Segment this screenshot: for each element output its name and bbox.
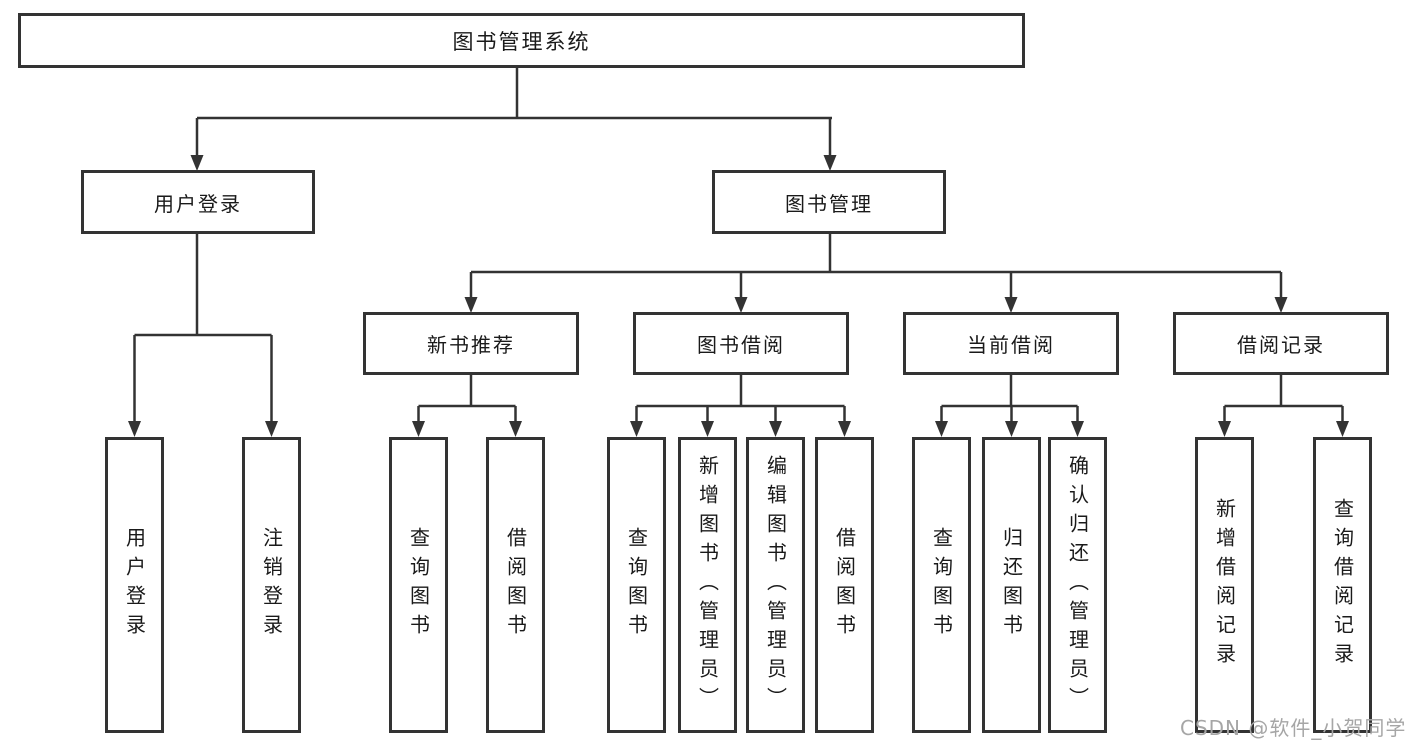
leaf-current-query-book-label: 查询图书: [929, 527, 954, 643]
node-new-book-recommend-label: 新书推荐: [427, 333, 515, 357]
leaf-recommend-borrow-book: 借阅图书: [486, 437, 545, 733]
node-book-mgmt-label: 图书管理: [785, 191, 873, 216]
csdn-watermark: CSDN @软件_小贺同学: [1180, 716, 1405, 740]
arrowhead-icon: [1004, 297, 1018, 313]
arrowhead-icon: [509, 421, 522, 437]
arrowhead-icon: [1005, 421, 1018, 437]
arrowhead-icon: [630, 421, 643, 437]
leaf-current-query-book: 查询图书: [912, 437, 971, 733]
leaf-borrow-edit-book-admin: 编辑图书（管理员）: [746, 437, 805, 733]
leaf-records-query-borrow-record-label: 查询借阅记录: [1330, 498, 1355, 672]
leaf-borrow-query-book-label: 查询图书: [624, 527, 649, 643]
arrowhead-icon: [1274, 297, 1288, 313]
leaf-user-login-label: 用户登录: [122, 527, 147, 643]
leaf-borrow-borrow-book-label: 借阅图书: [832, 527, 857, 643]
node-borrow-records: 借阅记录: [1173, 312, 1389, 375]
leaf-logout-login-label: 注销登录: [259, 527, 284, 643]
node-book-borrow: 图书借阅: [633, 312, 849, 375]
arrowhead-icon: [1336, 421, 1349, 437]
arrowhead-icon: [769, 421, 782, 437]
arrowhead-icon: [734, 297, 748, 313]
leaf-current-return-book: 归还图书: [982, 437, 1041, 733]
leaf-borrow-borrow-book: 借阅图书: [815, 437, 874, 733]
arrowhead-icon: [1218, 421, 1231, 437]
node-new-book-recommend: 新书推荐: [363, 312, 579, 375]
arrowhead-icon: [838, 421, 851, 437]
leaf-borrow-query-book: 查询图书: [607, 437, 666, 733]
node-user-login-label: 用户登录: [154, 191, 242, 216]
leaf-borrow-edit-book-admin-label: 编辑图书（管理员）: [763, 454, 788, 716]
arrowhead-icon: [1071, 421, 1084, 437]
arrowhead-icon: [128, 421, 141, 437]
arrowhead-icon: [464, 297, 478, 313]
node-root-label: 图书管理系统: [452, 29, 591, 54]
connector-new-book-recommend: [417, 374, 517, 423]
node-book-mgmt: 图书管理: [712, 170, 946, 234]
arrowhead-icon: [265, 421, 278, 437]
node-user-login: 用户登录: [81, 170, 315, 234]
connector-user-login: [133, 233, 273, 423]
leaf-recommend-borrow-book-label: 借阅图书: [503, 527, 528, 643]
connector-borrow-records: [1223, 374, 1344, 423]
arrowhead-icon: [701, 421, 714, 437]
leaf-logout-login: 注销登录: [242, 437, 301, 733]
connector-current-borrow: [940, 374, 1079, 423]
leaf-current-confirm-return-admin-label: 确认归还（管理员）: [1065, 454, 1090, 716]
leaf-current-return-book-label: 归还图书: [999, 527, 1024, 643]
leaf-records-add-borrow-record-label: 新增借阅记录: [1212, 498, 1237, 672]
leaf-records-query-borrow-record: 查询借阅记录: [1313, 437, 1372, 733]
connector-book-mgmt: [469, 233, 1283, 299]
node-book-borrow-label: 图书借阅: [697, 333, 785, 357]
node-root: 图书管理系统: [18, 13, 1025, 68]
node-current-borrow: 当前借阅: [903, 312, 1119, 375]
leaf-recommend-query-book-label: 查询图书: [406, 527, 431, 643]
leaf-records-add-borrow-record: 新增借阅记录: [1195, 437, 1254, 733]
leaf-user-login: 用户登录: [105, 437, 164, 733]
leaf-borrow-add-book-admin: 新增图书（管理员）: [678, 437, 737, 733]
node-borrow-records-label: 借阅记录: [1237, 333, 1325, 357]
connector-root: [195, 68, 832, 157]
node-current-borrow-label: 当前借阅: [967, 333, 1055, 357]
arrowhead-icon: [823, 155, 837, 171]
arrowhead-icon: [190, 155, 204, 171]
arrowheads: [128, 155, 1349, 437]
leaf-borrow-add-book-admin-label: 新增图书（管理员）: [695, 454, 720, 716]
arrowhead-icon: [412, 421, 425, 437]
arrowhead-icon: [935, 421, 948, 437]
leaf-recommend-query-book: 查询图书: [389, 437, 448, 733]
leaf-current-confirm-return-admin: 确认归还（管理员）: [1048, 437, 1107, 733]
connector-book-borrow: [635, 374, 846, 423]
